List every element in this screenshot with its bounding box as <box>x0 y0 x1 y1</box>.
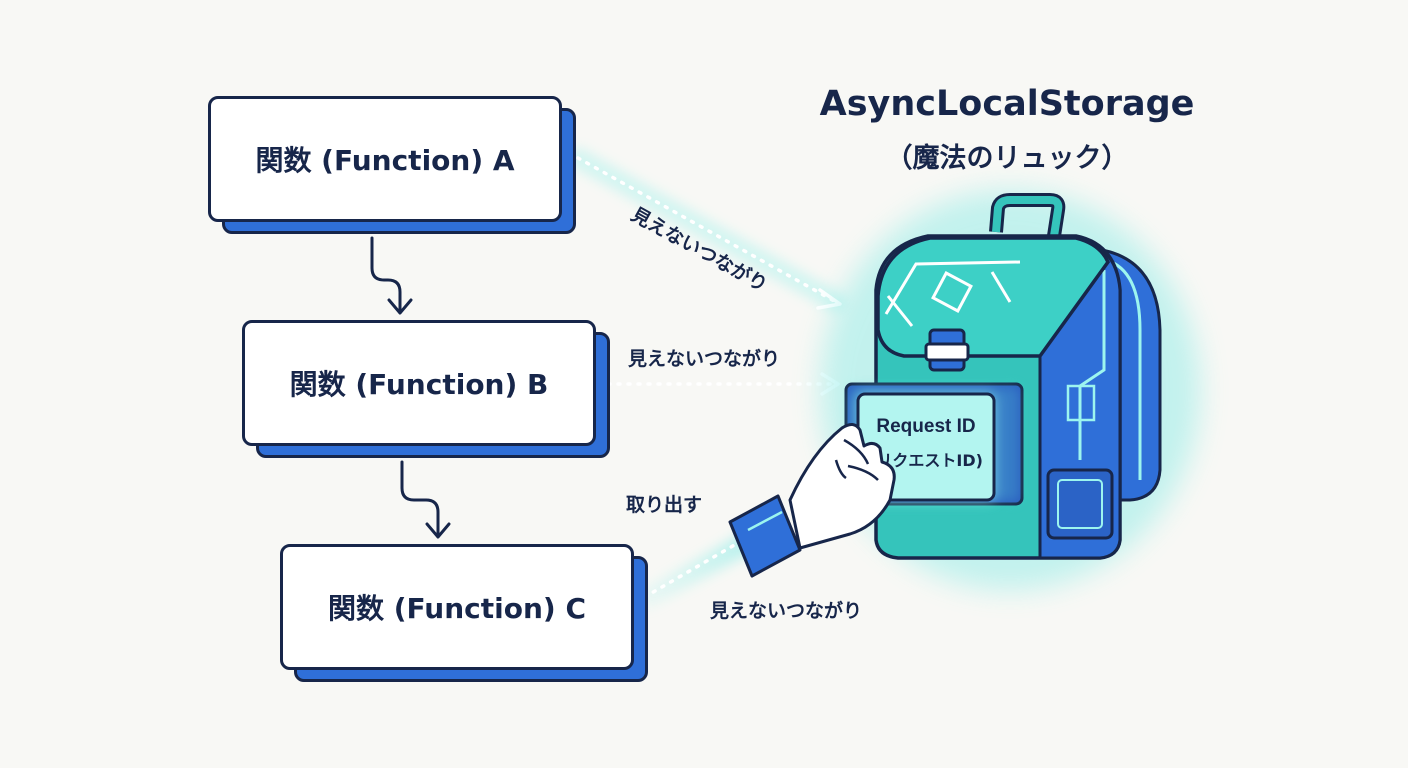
dotted-arrow-icon <box>588 372 846 396</box>
down-arrow-icon <box>400 460 451 539</box>
tag-line-2: (リクエストID) <box>869 451 983 470</box>
function-a-label: 関数 (Function) A <box>208 96 562 222</box>
down-arrow-icon <box>370 236 413 315</box>
function-c-label: 関数 (Function) C <box>280 544 634 670</box>
diagram-subtitle: （魔法のリュック） <box>885 143 1129 174</box>
function-c-box: 関数 (Function) C <box>280 544 648 682</box>
diagram-title: AsyncLocalStorage <box>819 84 1195 124</box>
function-b-box: 関数 (Function) B <box>242 320 610 458</box>
dotted-arrow-icon <box>568 148 846 312</box>
connection-label-b: 見えないつながり <box>628 348 781 370</box>
connection-label-c: 見えないつながり <box>710 600 863 622</box>
tag-line-1: Request ID <box>876 416 975 437</box>
hand-icon <box>728 423 896 578</box>
backpack-icon <box>820 190 1200 590</box>
function-b-label: 関数 (Function) B <box>242 320 596 446</box>
function-a-box: 関数 (Function) A <box>208 96 576 234</box>
retrieve-label: 取り出す <box>626 494 703 516</box>
